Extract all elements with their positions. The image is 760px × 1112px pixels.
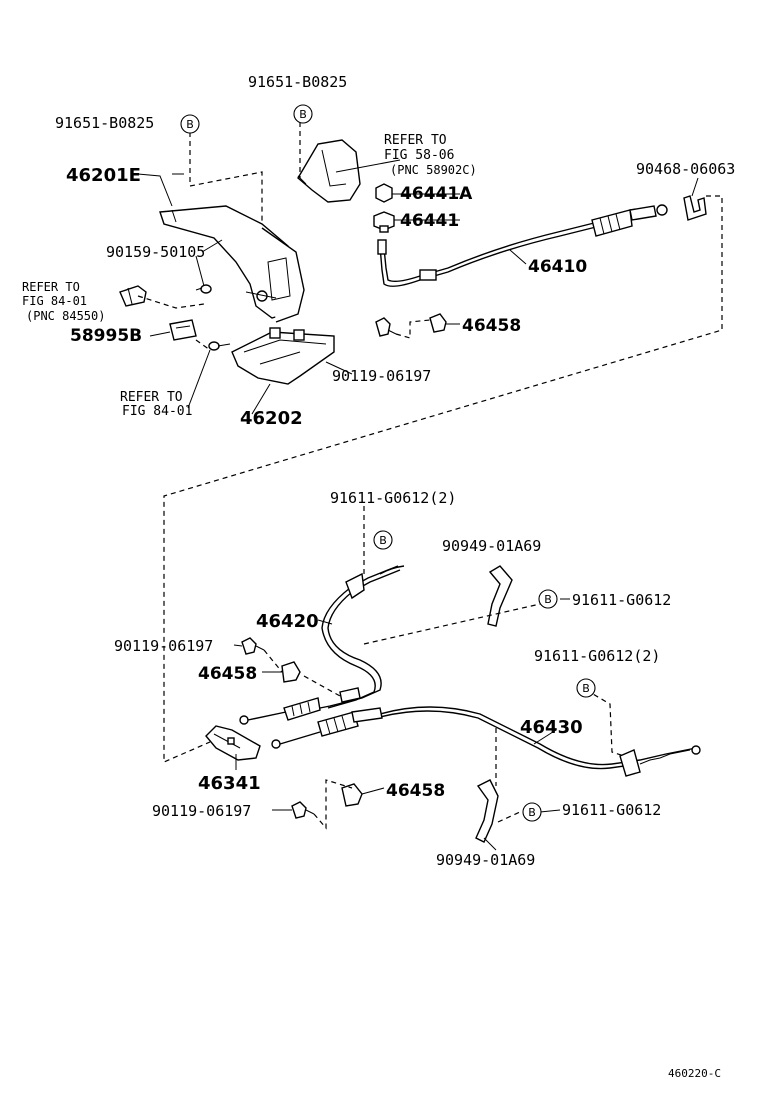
svg-text:B: B [299,108,307,121]
bolt-90119-bottom [291,801,315,819]
label-refer-58-06-line1: REFER TO [384,133,447,148]
bolt-90119-top [375,317,397,337]
label-91611-g0612-bottom: 91611-G0612 [562,801,661,819]
bracket-90949-top [487,565,513,627]
bracket-90949-bottom [475,779,499,843]
label-46201e: 46201E [66,165,141,186]
nut-46441 [373,211,395,233]
callout-b-2: B [293,104,313,124]
clamp-46458-mid [281,661,301,683]
label-refer-84-01b-line2: FIG 84-01 [122,404,192,419]
label-refer-84-01a-line1: REFER TO [22,280,80,294]
label-refer-58-06-line3: (PNC 58902C) [390,163,477,177]
nut-46441a [375,183,393,203]
label-46341: 46341 [198,773,261,794]
label-46441: 46441 [400,211,459,231]
label-46420: 46420 [256,611,319,632]
label-58995b: 58995B [70,326,142,346]
label-46441a: 46441A [400,184,473,204]
label-91611-g0612-2-top: 91611-G0612(2) [330,489,456,507]
svg-text:B: B [544,593,552,606]
label-46458-mid: 46458 [198,664,257,684]
clamp-46458-bottom [341,783,363,807]
bolt-fig-84-01 [208,341,231,351]
clip-90468-06063 [683,195,707,221]
label-46430: 46430 [520,717,583,738]
parking-brake-lever-46201e [159,205,305,323]
figure-code: 460220-C [668,1067,721,1080]
label-46458-top: 46458 [462,316,521,336]
label-90119-06197-mid: 90119-06197 [114,637,213,655]
switch-part-fig-84-01 [119,285,147,307]
cable-bracket-46341 [205,725,261,761]
svg-text:B: B [379,534,387,547]
callout-b-6: B [522,802,542,822]
label-refer-84-01b-line1: REFER TO [120,390,183,405]
callout-b-1: B [180,114,200,134]
label-46458-bottom: 46458 [386,781,445,801]
label-91651-b0825-left: 91651-B0825 [55,114,154,132]
label-refer-84-01a-line3: (PNC 84550) [26,309,105,323]
rear-cable-46420 [239,565,405,725]
rear-cable-46430 [271,706,701,777]
label-91651-b0825-top: 91651-B0825 [248,73,347,91]
label-90159-50105: 90159-50105 [106,243,205,261]
callout-b-3: B [373,530,393,550]
clip-58995b [169,319,197,341]
svg-text:B: B [186,118,194,131]
bolt-90119-mid [241,637,265,655]
svg-text:B: B [582,682,590,695]
label-91611-g0612-2-right: 91611-G0612(2) [534,647,660,665]
label-refer-84-01a-line2: FIG 84-01 [22,294,87,308]
clamp-46458-top [429,313,447,333]
callout-b-4: B [538,589,558,609]
dashed-reference-lines [137,122,723,830]
label-46202: 46202 [240,408,303,429]
label-90119-06197-bottom: 90119-06197 [152,802,251,820]
upper-mount-bracket [297,139,361,203]
callout-b-5: B [576,678,596,698]
screw-90159-50105 [195,284,212,294]
lever-bracket-46202 [231,327,335,385]
label-90949-01a69-bottom: 90949-01A69 [436,851,535,869]
svg-text:B: B [528,806,536,819]
front-cable-46410 [377,204,668,287]
leader-lines [137,159,699,851]
label-46410: 46410 [528,257,587,277]
label-90119-06197-top: 90119-06197 [332,367,431,385]
label-90949-01a69-top: 90949-01A69 [442,537,541,555]
label-90468-06063: 90468-06063 [636,160,735,178]
label-refer-58-06-line2: FIG 58-06 [384,148,454,163]
label-91611-g0612-mid: 91611-G0612 [572,591,671,609]
